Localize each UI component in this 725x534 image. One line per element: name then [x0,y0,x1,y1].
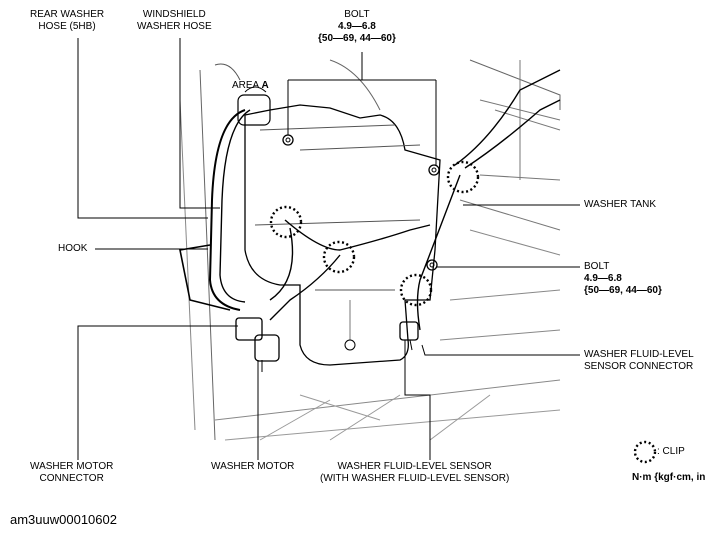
washer-fluid-level-sensor-connector-label: WASHER FLUID-LEVEL SENSOR CONNECTOR [584,349,694,372]
hook-label: HOOK [58,243,88,254]
bolt-top-label: BOLT 4.9—6.8 {50—69, 44—60} [318,9,396,44]
torque-units-label: N·m {kgf·cm, in [632,472,706,483]
washer-motor-connector-label: WASHER MOTOR CONNECTOR [30,461,114,484]
clip-markers [269,160,657,464]
figure-code: am3uuw00010602 [10,512,117,527]
clip-legend-label: : CLIP [657,446,685,457]
bolt-right-label: BOLT 4.9—6.8 {50—69, 44—60} [584,261,662,296]
washer-tank-label: WASHER TANK [584,199,657,210]
washer-motor-label: WASHER MOTOR [211,461,295,472]
leader-lines [77,38,580,460]
area-a-label: AREA A [232,80,269,91]
washer-fluid-level-sensor-label: WASHER FLUID-LEVEL SENSOR (WITH WASHER F… [320,461,510,484]
